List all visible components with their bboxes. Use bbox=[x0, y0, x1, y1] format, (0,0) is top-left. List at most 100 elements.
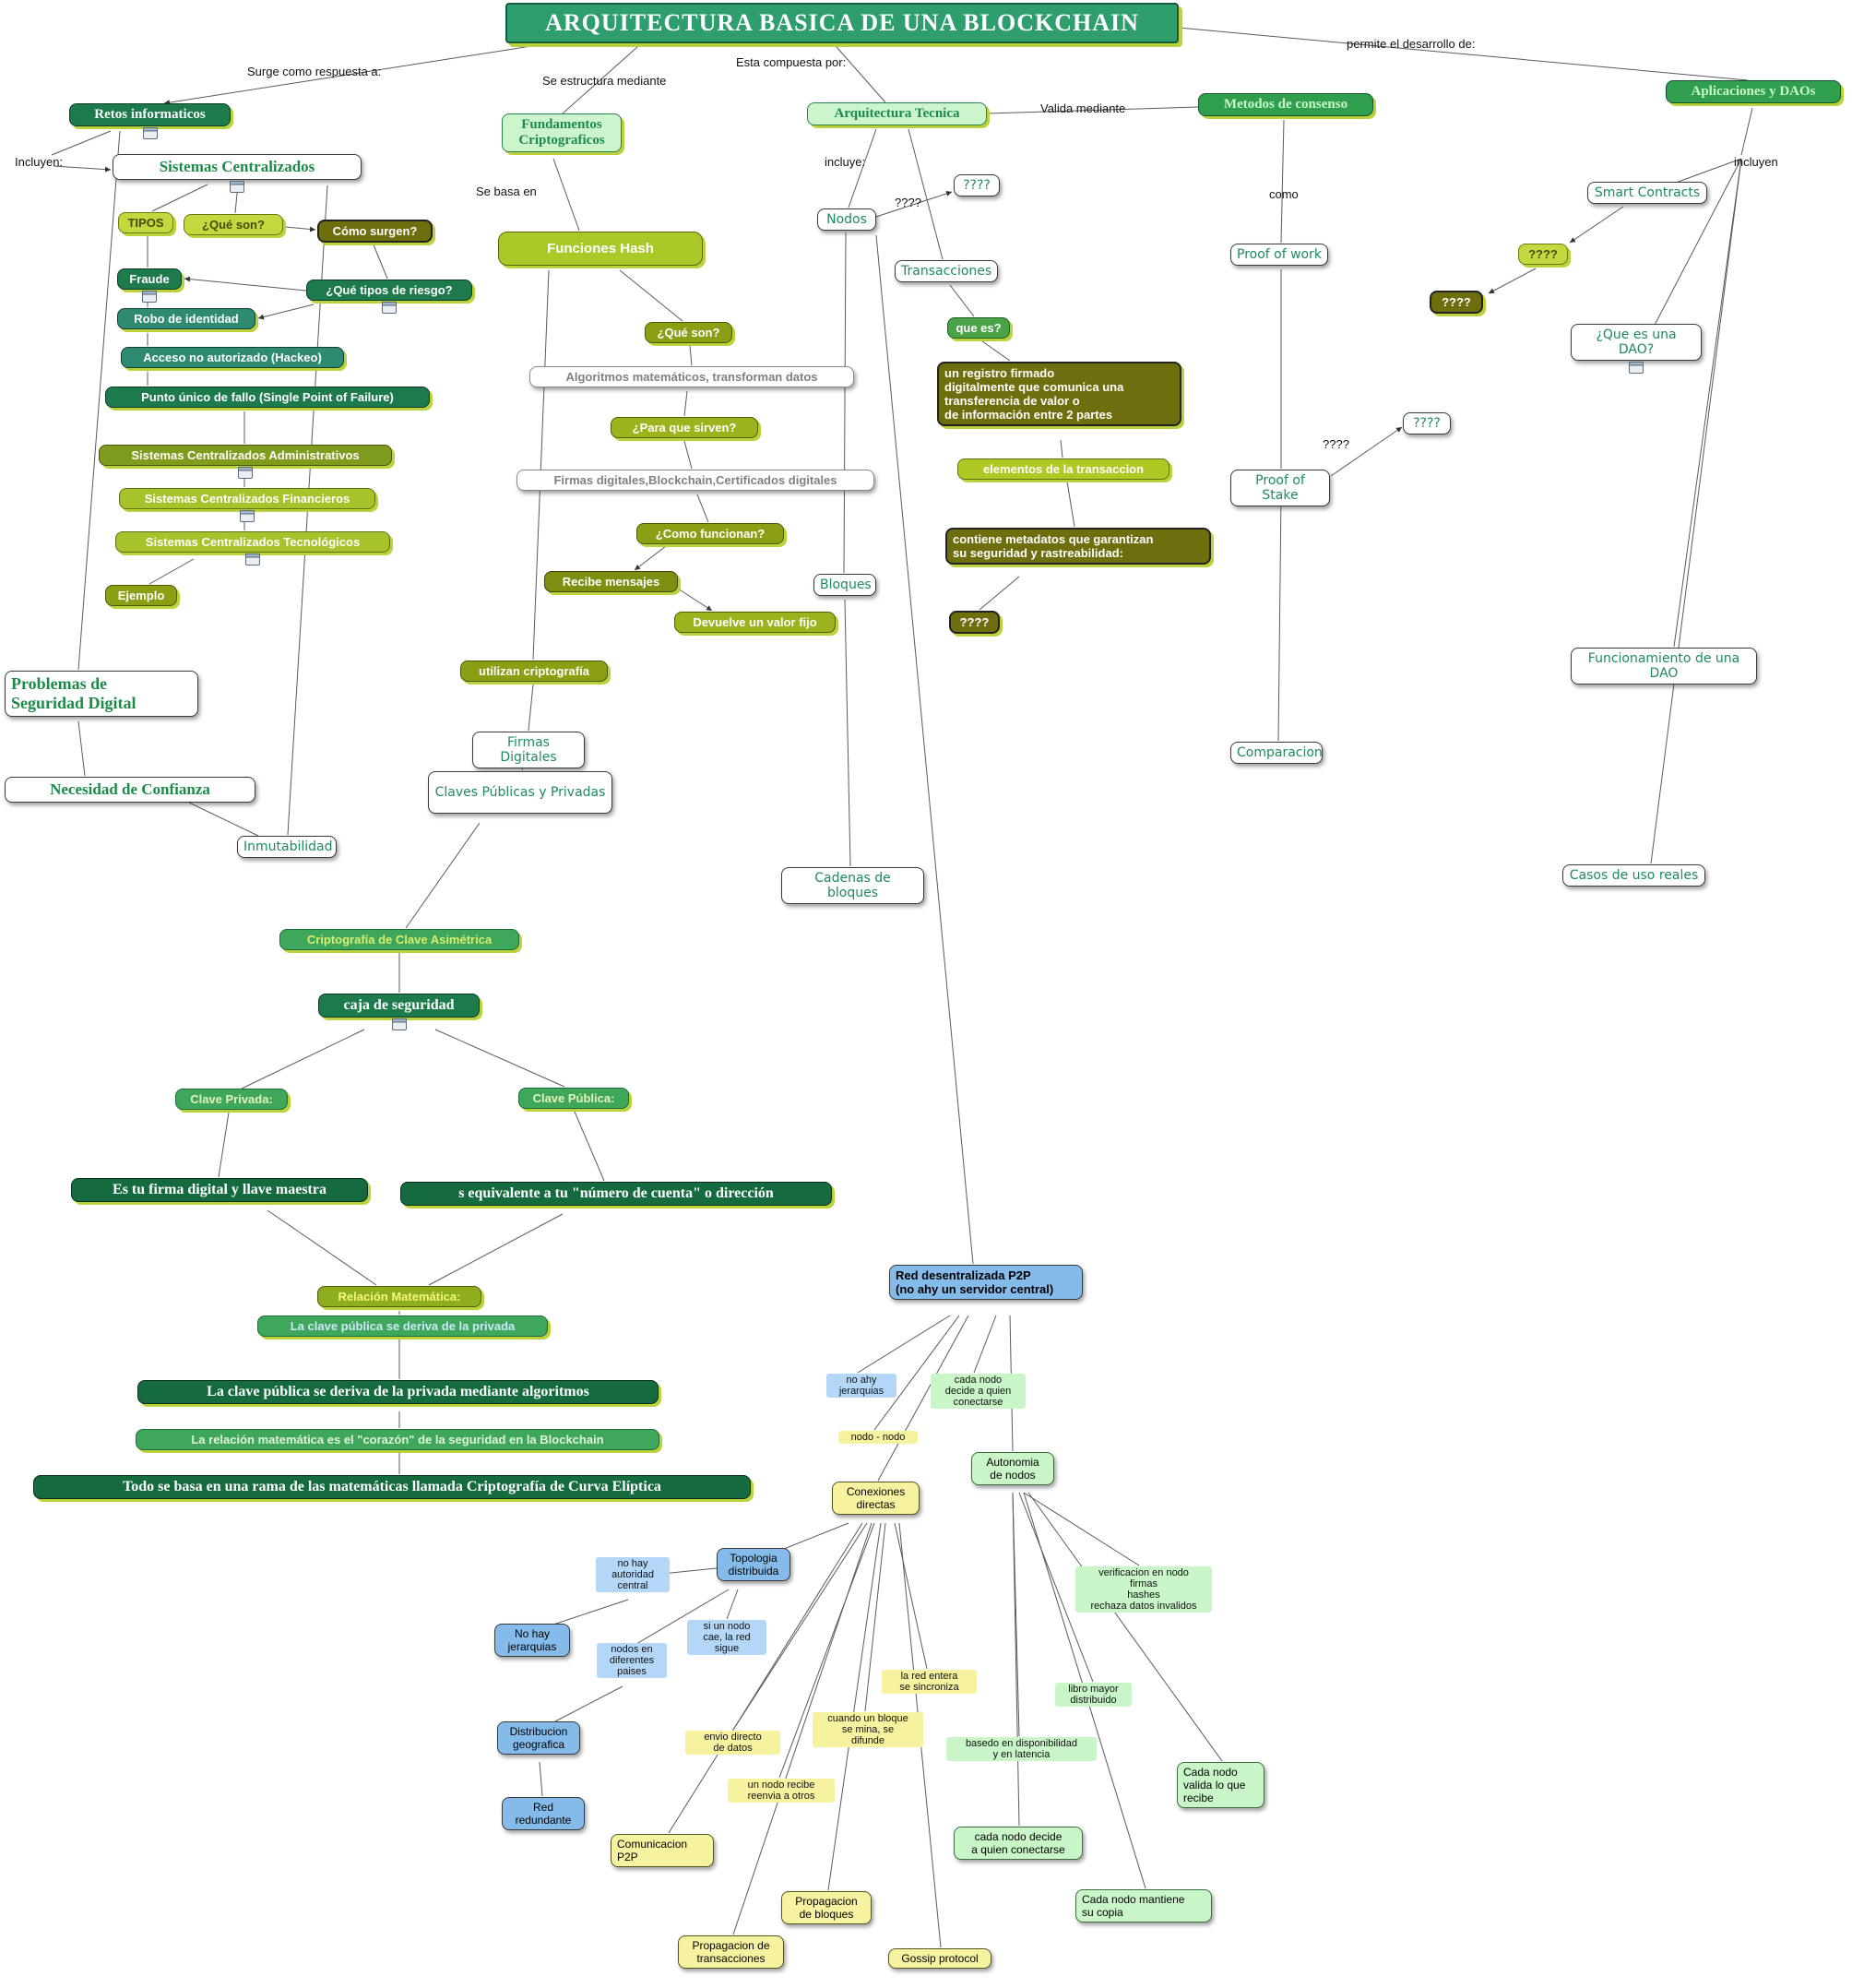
node-acceso-no-autorizado[interactable]: Acceso no autorizado (Hackeo) bbox=[121, 347, 344, 368]
node-sc-tecnologicos[interactable]: Sistemas Centralizados Tecnológicos bbox=[115, 531, 390, 565]
node-smart-contracts[interactable]: Smart Contracts bbox=[1587, 182, 1707, 204]
node-que-son-tipos[interactable]: ¿Qué son? bbox=[184, 214, 283, 235]
node-funciones-hash[interactable]: Funciones Hash bbox=[498, 232, 703, 266]
node-firmas-lista[interactable]: Firmas digitales,Blockchain,Certificados… bbox=[516, 470, 874, 491]
node-topologia-distribuida[interactable]: Topologia distribuida bbox=[717, 1548, 790, 1581]
node-conexiones-directas[interactable]: Conexiones directas bbox=[832, 1482, 920, 1515]
node-clave-privada[interactable]: Clave Privada: bbox=[175, 1089, 288, 1110]
node-propagacion-bloques[interactable]: Propagacion de bloques bbox=[781, 1891, 872, 1924]
node-funcionamiento-dao[interactable]: Funcionamiento de una DAO bbox=[1571, 648, 1757, 684]
node-fraude[interactable]: Fraude bbox=[117, 268, 182, 303]
node-como-surgen[interactable]: Cómo surgen? bbox=[317, 220, 433, 243]
node-red-p2p[interactable]: Red desentralizada P2P (no ahy un servid… bbox=[889, 1265, 1083, 1300]
link-label-incluye[interactable]: incluye: bbox=[825, 155, 866, 169]
link-label-incluyen-left[interactable]: Incluyen: bbox=[15, 155, 64, 169]
label-no-ahy-jerarquias[interactable]: no ahy jerarquias bbox=[826, 1374, 896, 1398]
node-tipos[interactable]: TIPOS bbox=[118, 212, 173, 233]
node-problemas-seguridad[interactable]: Problemas de Seguridad Digital bbox=[5, 671, 198, 717]
node-cada-nodo-mantiene-copia[interactable]: Cada nodo mantiene su copia bbox=[1075, 1889, 1212, 1923]
node-devuelve-valor-fijo[interactable]: Devuelve un valor fijo bbox=[674, 612, 836, 633]
node-criptografia-clave-asimetrica[interactable]: Criptografía de Clave Asimétrica bbox=[279, 929, 519, 950]
node-claves-publicas-privadas[interactable]: Claves Públicas y Privadas bbox=[428, 771, 612, 814]
label-envio-directo-datos[interactable]: envio directo de datos bbox=[685, 1731, 780, 1755]
node-corazon-seguridad[interactable]: La relación matemática es el "corazón" d… bbox=[136, 1429, 659, 1450]
node-recibe-mensajes[interactable]: Recibe mensajes bbox=[544, 571, 678, 592]
node-como-funcionan[interactable]: ¿Como funcionan? bbox=[636, 523, 784, 544]
node-qm-nodos[interactable]: ???? bbox=[954, 174, 1000, 196]
node-comunicacion-p2p[interactable]: Comunicacion P2P bbox=[611, 1834, 714, 1867]
node-inmutabilidad[interactable]: Inmutabilidad bbox=[237, 836, 337, 858]
node-autonomia-nodos[interactable]: Autonomia de nodos bbox=[971, 1452, 1054, 1485]
node-firma-digital-llave[interactable]: Es tu firma digital y llave maestra bbox=[71, 1178, 368, 1202]
label-basedo-disponibilidad[interactable]: basedo en disponibilidad y en latencia bbox=[946, 1737, 1097, 1761]
link-label-compuesta[interactable]: Esta compuesta por: bbox=[736, 55, 847, 69]
link-label-se-basa[interactable]: Se basa en bbox=[476, 185, 537, 198]
node-cadenas-de-bloques[interactable]: Cadenas de bloques bbox=[781, 867, 924, 904]
node-proof-of-work[interactable]: Proof of work bbox=[1230, 244, 1328, 266]
node-clave-deriva-privada[interactable]: La clave pública se deriva de la privada bbox=[257, 1315, 548, 1337]
node-aplicaciones-daos[interactable]: Aplicaciones y DAOs bbox=[1666, 80, 1841, 103]
node-elementos-transaccion[interactable]: elementos de la transaccion bbox=[957, 458, 1169, 480]
link-label-valida[interactable]: Valida mediante bbox=[1040, 101, 1126, 115]
node-red-redundante[interactable]: Red redundante bbox=[502, 1797, 585, 1830]
node-ejemplo[interactable]: Ejemplo bbox=[105, 585, 177, 606]
node-qm-smart-1[interactable]: ???? bbox=[1518, 244, 1568, 265]
node-no-hay-jerarquias[interactable]: No hay jerarquias bbox=[494, 1624, 570, 1657]
node-arquitectura-tecnica[interactable]: Arquitectura Tecnica bbox=[807, 102, 987, 125]
node-proof-of-stake[interactable]: Proof of Stake bbox=[1230, 470, 1330, 506]
link-label-como[interactable]: como bbox=[1269, 187, 1299, 201]
node-comparacion[interactable]: Comparacion bbox=[1230, 742, 1323, 764]
label-nodo-recibe-reenvia[interactable]: un nodo recibe reenvia a otros bbox=[728, 1779, 835, 1803]
label-libro-mayor-distribuido[interactable]: libro mayor distribuido bbox=[1055, 1683, 1132, 1707]
label-red-entera-sincroniza[interactable]: la red entera se sincroniza bbox=[882, 1670, 977, 1694]
node-qm-smart-2[interactable]: ???? bbox=[1430, 291, 1483, 314]
map-title[interactable]: ARQUITECTURA BASICA DE UNA BLOCKCHAIN bbox=[505, 3, 1179, 43]
link-label-qm-stake[interactable]: ???? bbox=[1323, 437, 1349, 451]
node-qm-stake[interactable]: ???? bbox=[1403, 412, 1451, 435]
node-utilizan-criptografia[interactable]: utilizan criptografía bbox=[460, 661, 608, 682]
node-gossip-protocol[interactable]: Gossip protocol bbox=[888, 1948, 991, 1969]
label-no-hay-autoridad-central[interactable]: no hay autoridad central bbox=[596, 1557, 670, 1592]
resource-icon[interactable] bbox=[382, 302, 397, 314]
node-curva-eliptica[interactable]: Todo se basa en una rama de las matemáti… bbox=[33, 1475, 751, 1499]
resource-icon[interactable] bbox=[245, 554, 260, 565]
label-nodo-nodo[interactable]: nodo - nodo bbox=[838, 1431, 918, 1444]
resource-icon[interactable] bbox=[240, 510, 255, 522]
link-label-incluyen-right[interactable]: incluyen bbox=[1734, 155, 1778, 169]
resource-icon[interactable] bbox=[238, 467, 253, 479]
resource-icon[interactable] bbox=[1629, 362, 1644, 374]
node-casos-uso-reales[interactable]: Casos de uso reales bbox=[1562, 864, 1705, 887]
node-firmas-digitales[interactable]: Firmas Digitales bbox=[472, 732, 585, 768]
node-que-son-hash[interactable]: ¿Qué son? bbox=[645, 322, 732, 343]
node-caja-de-seguridad[interactable]: caja de seguridad bbox=[318, 994, 480, 1030]
label-si-un-nodo-cae[interactable]: si un nodo cae, la red sigue bbox=[687, 1620, 766, 1655]
label-bloque-mina-difunde[interactable]: cuando un bloque se mina, se difunde bbox=[813, 1712, 923, 1747]
node-equivalente-numero-cuenta[interactable]: s equivalente a tu "número de cuenta" o … bbox=[400, 1182, 832, 1206]
node-bloques[interactable]: Bloques bbox=[813, 574, 876, 596]
node-contiene-metadatos[interactable]: contiene metadatos que garantizan su seg… bbox=[945, 528, 1211, 565]
node-fundamentos-criptograficos[interactable]: Fundamentos Criptograficos bbox=[502, 113, 622, 152]
node-qm-metadatos[interactable]: ???? bbox=[949, 611, 1000, 634]
label-nodos-diferentes-paises[interactable]: nodos en diferentes paises bbox=[597, 1643, 667, 1678]
node-deriva-mediante-algoritmos[interactable]: La clave pública se deriva de la privada… bbox=[137, 1380, 659, 1404]
resource-icon[interactable] bbox=[142, 291, 157, 303]
node-propagacion-transacciones[interactable]: Propagacion de transacciones bbox=[678, 1935, 784, 1969]
label-verificacion-en-nodo[interactable]: verificacion en nodo firmas hashes recha… bbox=[1075, 1566, 1212, 1613]
resource-icon[interactable] bbox=[230, 181, 244, 193]
link-label-permite[interactable]: permite el desarrollo de: bbox=[1347, 37, 1476, 51]
node-retos-informaticos[interactable]: Retos informaticos bbox=[69, 103, 231, 139]
node-algoritmos-matematicos[interactable]: Algoritmos matemáticos, transforman dato… bbox=[529, 366, 854, 387]
resource-icon[interactable] bbox=[142, 127, 158, 139]
link-label-surge[interactable]: Surge como respuesta a: bbox=[247, 65, 382, 78]
node-transacciones[interactable]: Transacciones bbox=[895, 260, 998, 282]
node-registro-firmado[interactable]: un registro firmado digitalmente que com… bbox=[937, 362, 1181, 426]
node-cada-nodo-decide-conectarse[interactable]: cada nodo decide a quien conectarse bbox=[954, 1827, 1083, 1860]
node-que-es-dao[interactable]: ¿Que es una DAO? bbox=[1571, 324, 1702, 374]
node-nodos[interactable]: Nodos bbox=[817, 208, 876, 231]
node-robo-identidad[interactable]: Robo de identidad bbox=[117, 308, 255, 329]
node-que-es-transaccion[interactable]: que es? bbox=[947, 317, 1010, 339]
node-metodos-consenso[interactable]: Metodos de consenso bbox=[1198, 93, 1373, 116]
node-sc-administrativos[interactable]: Sistemas Centralizados Administrativos bbox=[99, 445, 392, 479]
node-punto-unico-fallo[interactable]: Punto único de fallo (Single Point of Fa… bbox=[105, 387, 430, 408]
node-necesidad-confianza[interactable]: Necesidad de Confianza bbox=[5, 777, 255, 803]
